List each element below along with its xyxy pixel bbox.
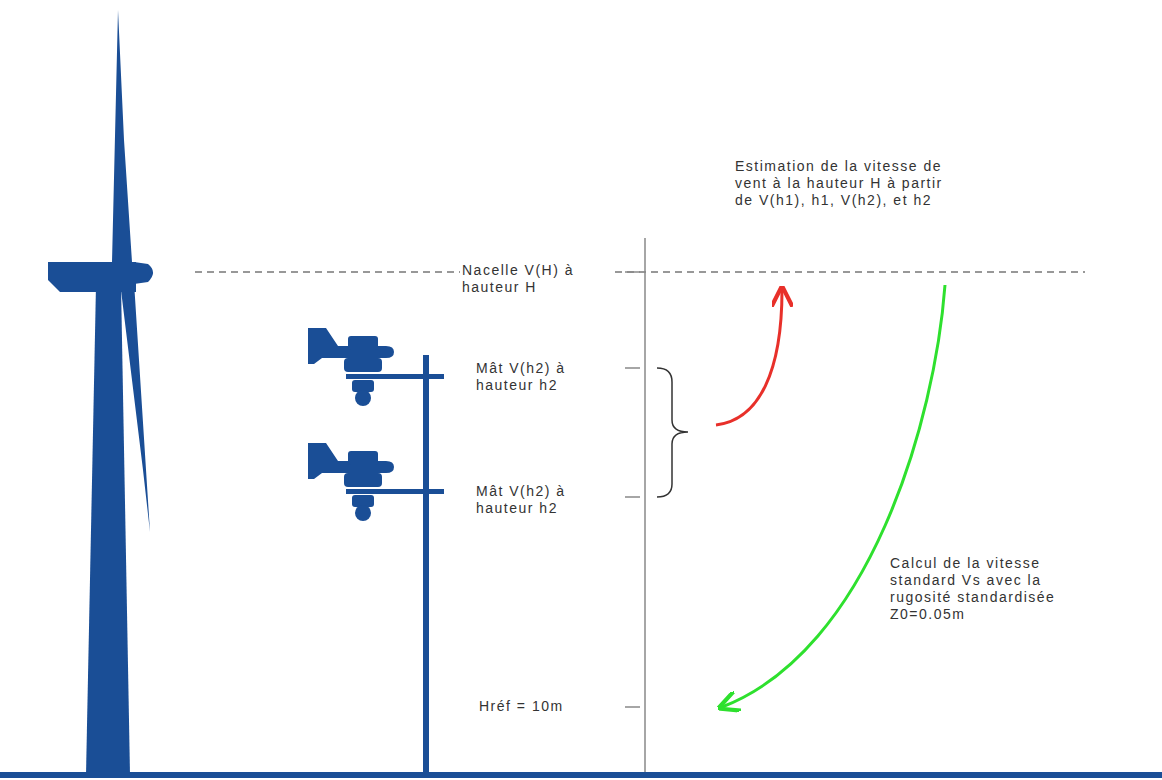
estimation-arrow	[716, 290, 782, 425]
height-axis	[625, 238, 645, 772]
bracket	[657, 368, 688, 497]
hub-height-line	[195, 271, 1085, 273]
met-mast	[308, 328, 444, 775]
height-label: Mât V(h2) à hauteur h2	[474, 360, 618, 394]
height-label: Hréf = 10m	[477, 698, 566, 715]
standardisation-note: Calcul de la vitesse standard Vs avec la…	[888, 555, 1097, 623]
height-label: Mât V(h2) à hauteur h2	[474, 483, 618, 517]
ground-line	[0, 772, 1162, 778]
standardisation-arrow	[722, 285, 945, 707]
wind-turbine	[48, 10, 153, 775]
height-label: Nacelle V(H) à hauteur H	[460, 262, 614, 296]
estimation-note: Estimation de la vitesse de vent à la ha…	[733, 158, 951, 209]
